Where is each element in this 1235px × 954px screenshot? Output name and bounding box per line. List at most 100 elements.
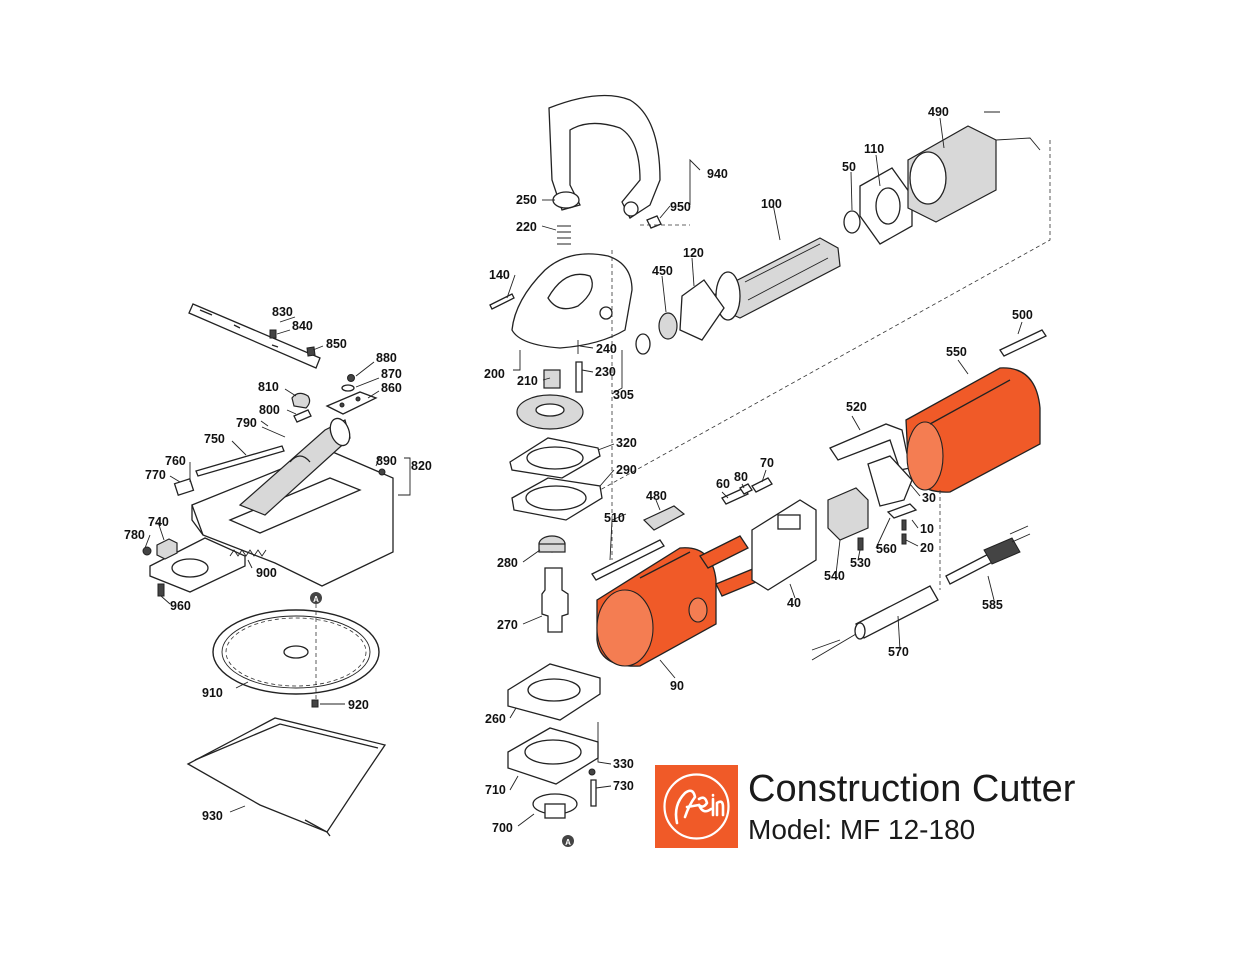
label-120: 120 bbox=[683, 246, 704, 260]
label-950: 950 bbox=[670, 200, 691, 214]
diamond-blade-910 bbox=[212, 604, 380, 700]
product-title: Construction Cutter bbox=[748, 768, 1076, 810]
label-870: 870 bbox=[381, 367, 402, 381]
plate-860 bbox=[325, 391, 378, 415]
strip-510 bbox=[591, 539, 665, 581]
label-10: 10 bbox=[920, 522, 934, 536]
screw-500 bbox=[999, 329, 1047, 357]
screw-530 bbox=[857, 537, 864, 551]
washer-330 bbox=[588, 768, 596, 776]
label-940: 940 bbox=[707, 167, 728, 181]
leader-lines bbox=[144, 117, 1023, 827]
label-750: 750 bbox=[204, 432, 225, 446]
label-840: 840 bbox=[292, 319, 313, 333]
screw-890 bbox=[378, 468, 386, 476]
label-110: 110 bbox=[864, 142, 884, 156]
label-770: 770 bbox=[145, 468, 166, 482]
label-700: 700 bbox=[492, 821, 513, 835]
label-780: 780 bbox=[124, 528, 145, 542]
screw-840 bbox=[269, 329, 277, 339]
label-900: 900 bbox=[256, 566, 277, 580]
knob-810 bbox=[291, 392, 311, 409]
label-70: 70 bbox=[760, 456, 774, 470]
spindle-270 bbox=[541, 567, 569, 633]
pin-790 bbox=[261, 426, 286, 438]
label-490: 490 bbox=[928, 105, 949, 119]
label-880: 880 bbox=[376, 351, 397, 365]
housing-710 bbox=[507, 727, 599, 785]
label-850: 850 bbox=[326, 337, 347, 351]
label-760: 760 bbox=[165, 454, 186, 468]
label-830: 830 bbox=[272, 305, 293, 319]
end-shield-110 bbox=[859, 167, 913, 245]
motor-housing-assembly bbox=[591, 329, 1047, 667]
label-960: 960 bbox=[170, 599, 191, 613]
part-70 bbox=[751, 477, 773, 493]
cover-tray-930 bbox=[186, 717, 387, 833]
gear-housing-200 bbox=[511, 253, 633, 349]
gear-head-assembly bbox=[310, 94, 678, 847]
fein-logo-mark bbox=[663, 773, 730, 840]
connector-prongs bbox=[699, 535, 749, 569]
brush-holder-60 bbox=[721, 487, 749, 505]
label-210: 210 bbox=[517, 374, 538, 388]
spring-900 bbox=[229, 549, 267, 557]
label-930: 930 bbox=[202, 809, 223, 823]
label-240: 240 bbox=[596, 342, 617, 356]
label-810: 810 bbox=[258, 380, 279, 394]
label-510: 510 bbox=[604, 511, 625, 525]
spring-220 bbox=[557, 225, 571, 245]
label-220: 220 bbox=[516, 220, 537, 234]
title-block: Construction Cutter Model: MF 12-180 bbox=[748, 766, 1075, 848]
label-50: 50 bbox=[842, 160, 856, 174]
seal-320 bbox=[509, 437, 601, 479]
label-860: 860 bbox=[381, 381, 402, 395]
guide-bar-830 bbox=[188, 303, 321, 369]
switch-540 bbox=[827, 487, 869, 541]
label-480: 480 bbox=[646, 489, 667, 503]
part-labels: 830 840 850 880 870 860 810 800 790 750 … bbox=[124, 105, 1033, 847]
label-100: 100 bbox=[761, 197, 782, 211]
label-500: 500 bbox=[1012, 308, 1033, 322]
label-530: 530 bbox=[850, 556, 871, 570]
model-number: MF 12-180 bbox=[839, 814, 976, 845]
screw-960 bbox=[157, 583, 165, 597]
label-570: 570 bbox=[888, 645, 909, 659]
bearing-plate-290 bbox=[511, 477, 603, 521]
guide-carriage-assembly bbox=[142, 303, 394, 837]
shaft-230 bbox=[575, 361, 583, 393]
rod-750 bbox=[195, 445, 285, 477]
motor-assembly bbox=[599, 111, 1051, 560]
label-790: 790 bbox=[236, 416, 257, 430]
switch-480 bbox=[642, 505, 686, 531]
bearing-210 bbox=[543, 369, 561, 389]
label-730: 730 bbox=[613, 779, 634, 793]
screw-950 bbox=[646, 215, 662, 229]
label-230: 230 bbox=[595, 365, 616, 379]
label-910: 910 bbox=[202, 686, 223, 700]
model-line: Model: MF 12-180 bbox=[748, 812, 1075, 848]
model-label: Model: bbox=[748, 814, 833, 845]
label-450: 450 bbox=[652, 264, 673, 278]
cap-250 bbox=[552, 191, 580, 209]
screw-730 bbox=[590, 779, 597, 807]
label-30: 30 bbox=[922, 491, 936, 505]
label-260: 260 bbox=[485, 712, 506, 726]
label-710: 710 bbox=[485, 783, 506, 797]
label-90: 90 bbox=[670, 679, 684, 693]
carriage-base bbox=[191, 449, 394, 587]
reference-marker-top: A bbox=[313, 595, 319, 604]
label-740: 740 bbox=[148, 515, 169, 529]
screw-880 bbox=[347, 374, 355, 382]
screw-920 bbox=[311, 699, 319, 708]
label-890: 890 bbox=[376, 454, 397, 468]
label-560: 560 bbox=[876, 542, 897, 556]
label-40: 40 bbox=[787, 596, 801, 610]
screw-780 bbox=[142, 546, 152, 556]
bearing-50 bbox=[843, 210, 861, 234]
label-520: 520 bbox=[846, 400, 867, 414]
tube-570 bbox=[855, 585, 939, 639]
label-920: 920 bbox=[348, 698, 369, 712]
label-305: 305 bbox=[613, 388, 634, 402]
